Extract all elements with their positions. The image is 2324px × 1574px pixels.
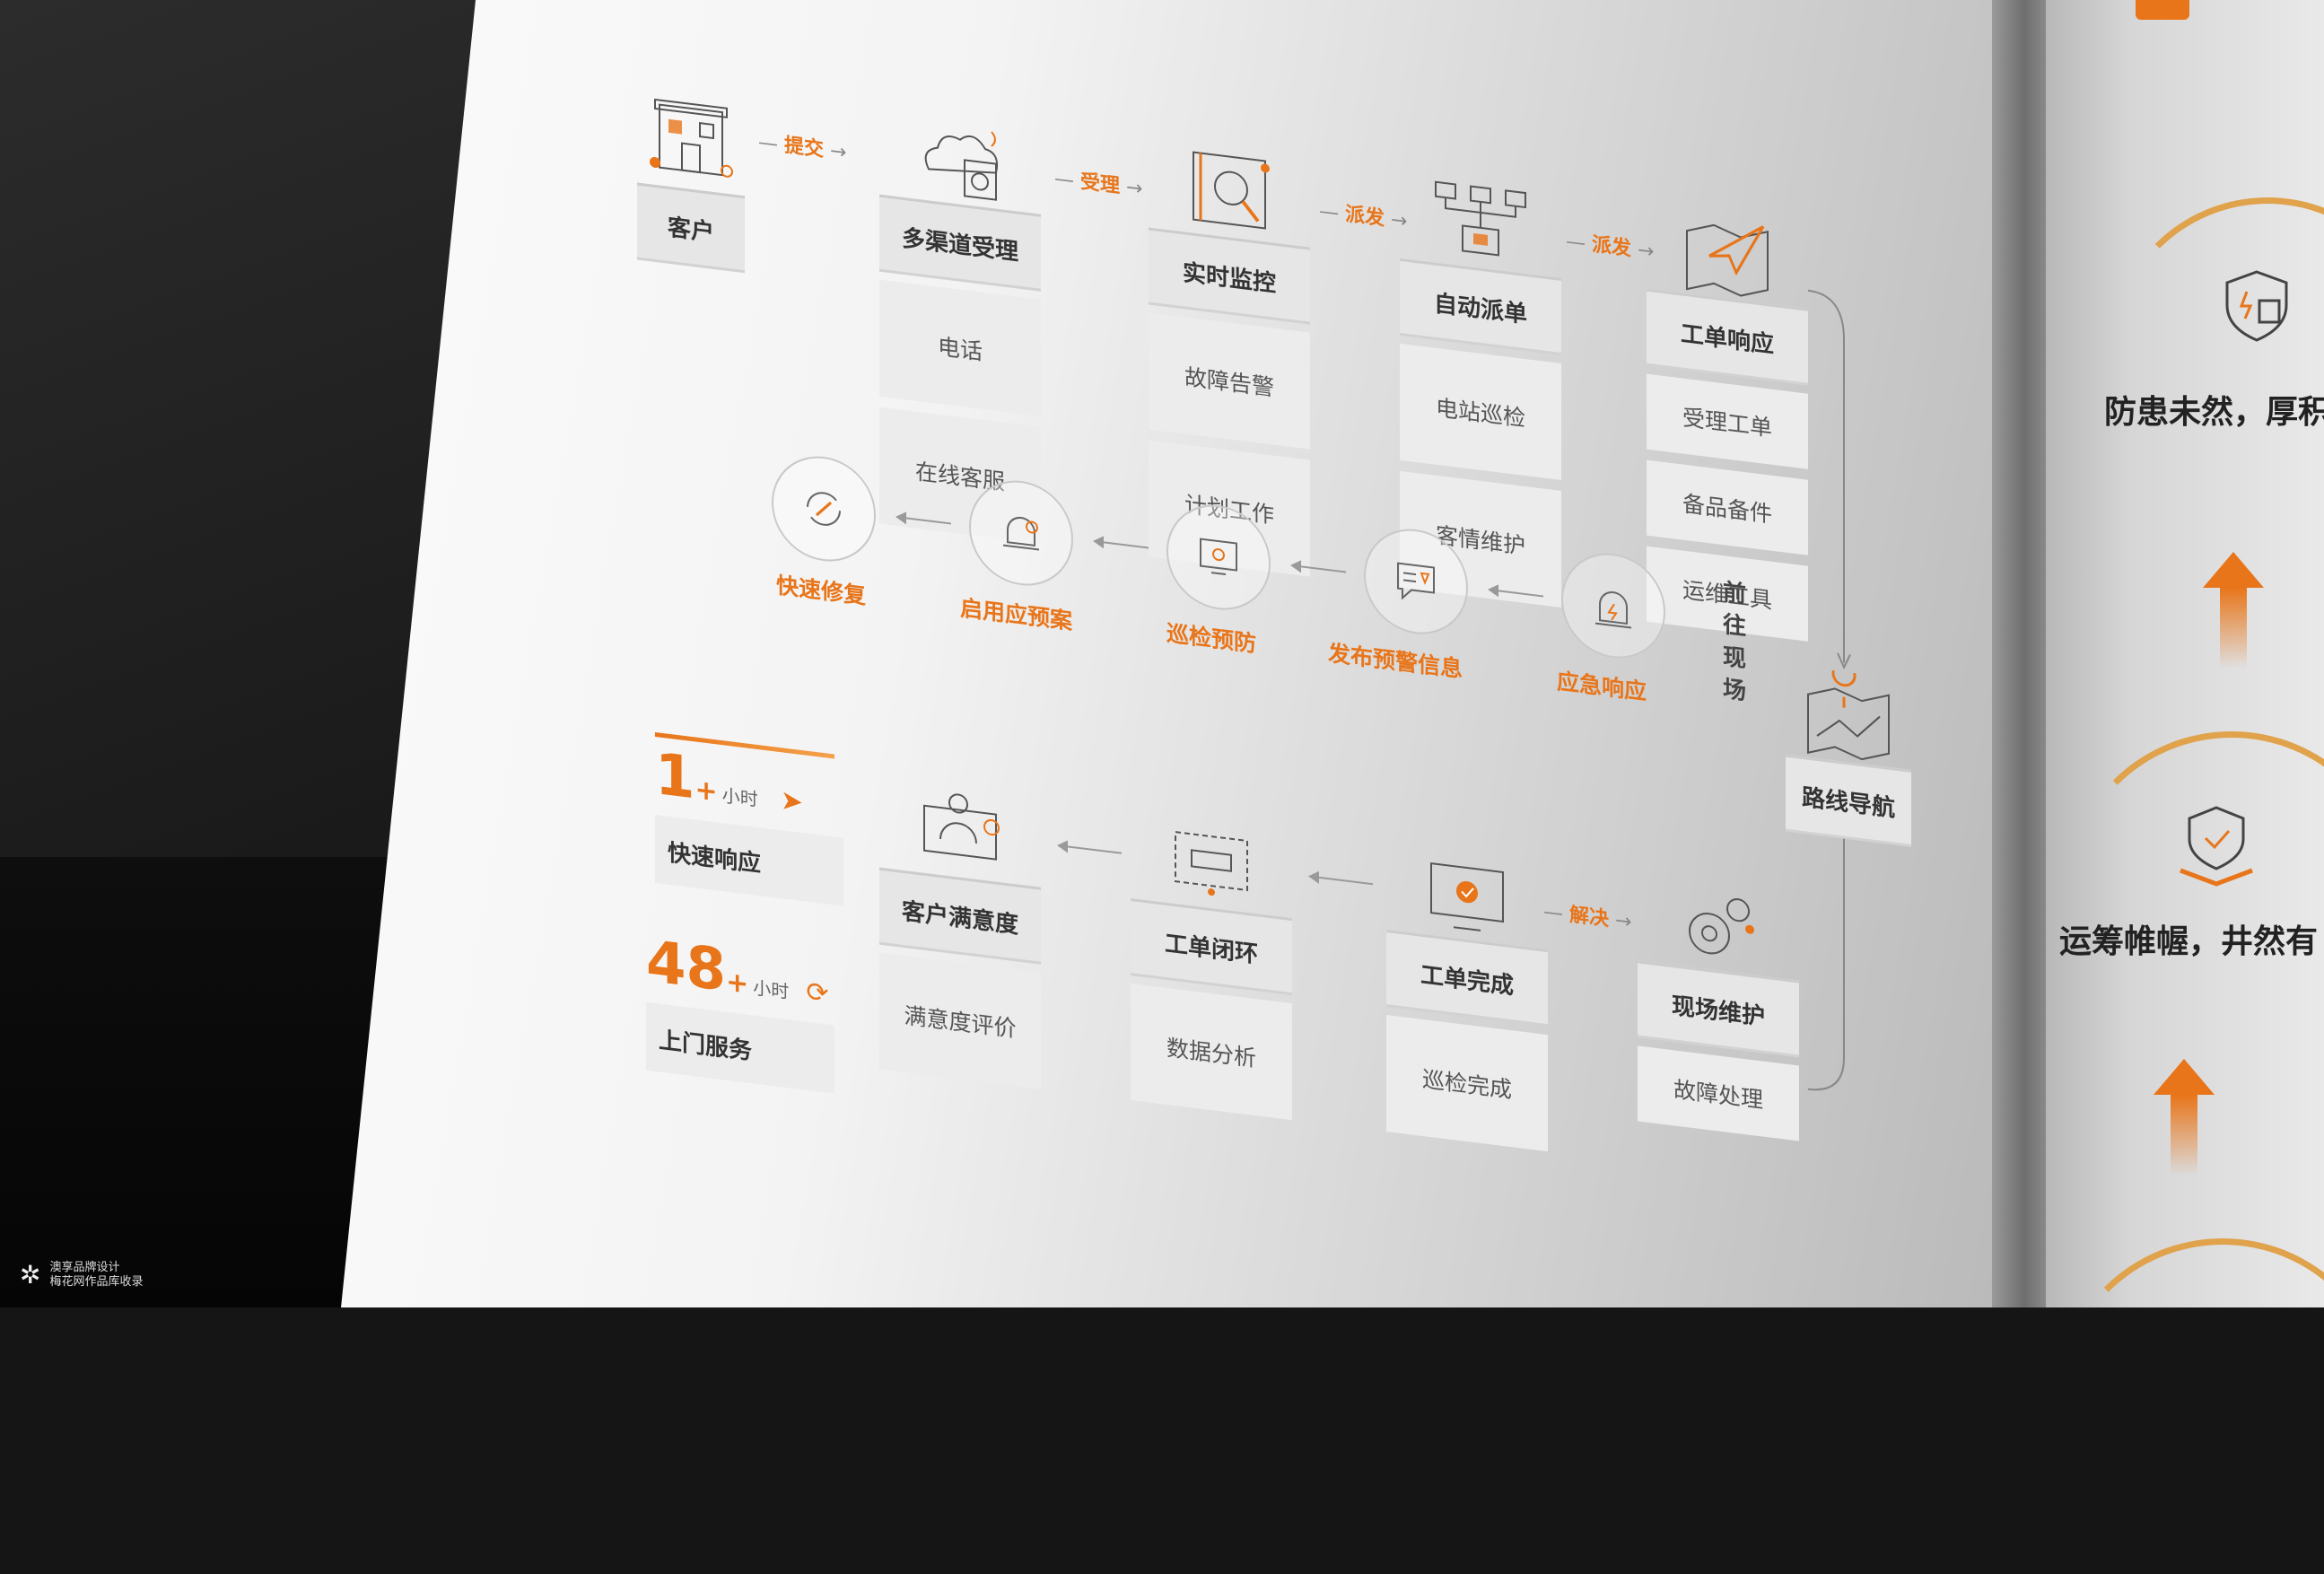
node-item: 故障处理: [1638, 1045, 1799, 1141]
bell-gear-icon: [1003, 516, 1039, 551]
up-arrow-stem: [2171, 1095, 2197, 1176]
node-customer: 客户: [637, 84, 745, 271]
stat-label: 快速响应: [655, 814, 843, 906]
stat-plus: +: [695, 774, 718, 809]
flow-arrow: [1292, 564, 1346, 573]
map-pin-icon: [1807, 665, 1890, 761]
node-title: 现场维护: [1638, 960, 1799, 1055]
node-title: 工单闭环: [1131, 898, 1292, 993]
watermark: ✲ 澳享品牌设计 梅花网作品库收录: [20, 1261, 143, 1290]
decorative-arc: [2055, 1238, 2324, 1574]
watermark-line-2: 梅花网作品库收录: [49, 1275, 144, 1289]
facing-page: [2001, 0, 2324, 1307]
up-arrow-icon: [2154, 1059, 2215, 1095]
label-quick-repair: 快速修复: [776, 572, 867, 609]
flow-arrow: [1095, 540, 1149, 549]
stat-unit: 小时: [721, 784, 758, 811]
right-page-text-2: 运筹帷幄，井然有: [2059, 923, 2319, 960]
node-item: 备品备件: [1647, 459, 1808, 555]
node-item: 电话: [879, 279, 1041, 416]
gears-icon: [1689, 898, 1754, 955]
arrow-label-dispatch-2: 派发: [1566, 225, 1654, 265]
flow-arrow: [1310, 875, 1373, 886]
paper-plane-map-icon: [1686, 223, 1769, 297]
page-fold: [1992, 0, 2046, 1307]
node-multichannel: 多渠道受理 电话 在线客服: [879, 105, 1041, 544]
circle-contingency-plan: [969, 474, 1073, 592]
stat-quick-response: 1+ 小时 ➤ 快速响应: [655, 741, 843, 906]
node-route-navigation: 路线导航: [1786, 665, 1911, 844]
flow-arrow: [1059, 844, 1122, 854]
circle-warning-info: [1364, 522, 1468, 641]
node-onsite-maintenance: 现场维护 故障处理: [1638, 870, 1799, 1141]
node-title: 工单响应: [1647, 288, 1808, 383]
vertical-label-go-to-site: 前往现场: [1723, 579, 1747, 706]
stat-unit: 小时: [753, 976, 790, 1003]
node-title: 路线导航: [1786, 754, 1911, 844]
node-item: 故障告警: [1149, 312, 1310, 450]
node-title: 客户: [637, 182, 745, 271]
arrow-label-dispatch: 派发: [1319, 195, 1407, 234]
cloud-appliance-icon: [924, 131, 999, 201]
right-page-text-1: 防患未然，厚积: [2104, 394, 2324, 431]
node-title: 自动派单: [1400, 258, 1561, 353]
network-computers-icon: [1435, 180, 1526, 257]
alarm-light-icon: [1595, 590, 1631, 629]
label-inspection-prevention: 巡检预防: [1166, 619, 1257, 658]
node-realtime-monitor: 实时监控 故障告警 计划工作: [1149, 137, 1310, 577]
stat-plus: +: [726, 966, 749, 1001]
message-icon: [1397, 562, 1435, 600]
node-order-closed-loop: 工单闭环 数据分析: [1131, 809, 1292, 1121]
label-emergency-response: 应急响应: [1557, 668, 1647, 705]
node-work-order-response: 工单响应 受理工单 备品备件 运维工具: [1647, 199, 1808, 642]
right-connector-line: [1807, 289, 1851, 1091]
flower-logo-icon: ✲: [20, 1260, 41, 1290]
node-title: 多渠道受理: [879, 194, 1041, 289]
stat-label: 上门服务: [646, 1001, 834, 1094]
label-publish-warning: 发布预警信息: [1328, 640, 1463, 683]
node-title: 实时监控: [1149, 227, 1310, 322]
monitor-magnifier-icon: [1193, 151, 1270, 230]
circle-quick-repair: [772, 450, 876, 568]
storefront-icon: [650, 98, 733, 178]
node-auto-dispatch: 自动派单 电站巡检 客情维护: [1400, 169, 1561, 608]
arrow-label-resolve: 解决: [1543, 896, 1631, 935]
label-activate-plan: 启用应预案: [960, 594, 1073, 635]
node-item: 巡检完成: [1386, 1015, 1548, 1152]
node-item: 电站巡检: [1400, 343, 1561, 480]
node-title: 工单完成: [1386, 930, 1548, 1025]
orange-tab: [2136, 0, 2189, 20]
stat-number: 1: [655, 740, 695, 813]
circle-emergency: [1561, 547, 1665, 665]
node-item: 受理工单: [1647, 373, 1808, 469]
monitor-user-icon: [923, 793, 1000, 861]
sun-screen-icon: [1200, 538, 1237, 576]
user-refresh-icon: ⟳: [806, 975, 829, 1010]
node-title: 客户满意度: [879, 867, 1041, 962]
shield-lock-icon: [2225, 270, 2288, 342]
watermark-line-1: 澳享品牌设计: [49, 1261, 120, 1274]
monitor-refresh-icon: [1175, 831, 1248, 896]
up-arrow-icon: [2203, 552, 2264, 588]
wrench-refresh-icon: [807, 492, 841, 526]
shield-check-icon: [2180, 806, 2253, 887]
circle-inspection-prevention: [1166, 498, 1271, 616]
arrow-label-submit: 提交: [758, 126, 846, 165]
monitor-check-icon: [1430, 862, 1504, 931]
stat-onsite-service: 48+ 小时 ⟳ 上门服务: [646, 929, 834, 1094]
arrow-label-accept: 受理: [1054, 162, 1142, 202]
up-arrow-stem: [2220, 588, 2247, 669]
node-item: 满意度评价: [879, 952, 1041, 1089]
paper-plane-icon: ➤: [780, 784, 803, 819]
stat-number: 48: [646, 928, 727, 1005]
service-flow-diagram: 客户 提交 多渠道受理 电话 在线客服 受理 实时监控 故障告警 计划工作 派发: [538, 36, 1938, 1482]
node-customer-satisfaction: 客户满意度 满意度评价: [879, 778, 1041, 1089]
node-item: 数据分析: [1131, 984, 1292, 1121]
node-order-complete: 工单完成 巡检完成: [1386, 840, 1548, 1152]
